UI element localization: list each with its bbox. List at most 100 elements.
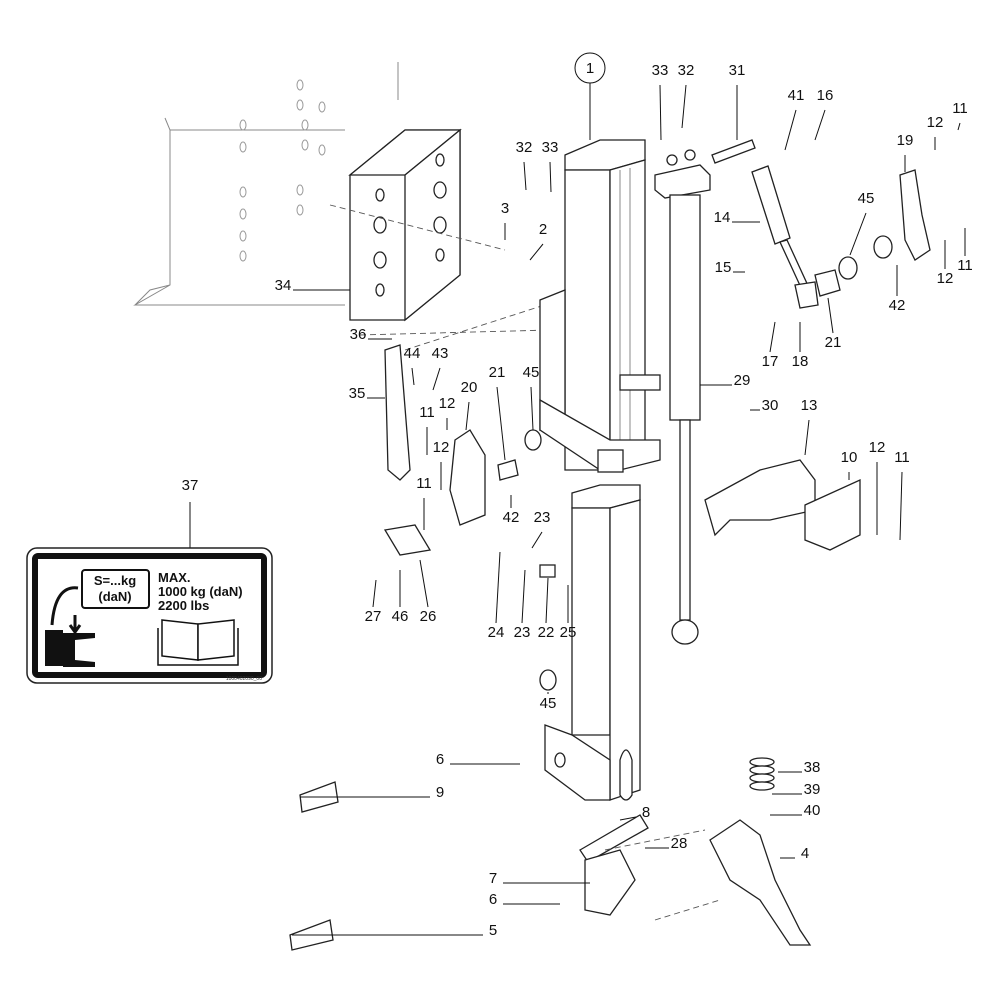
callout-number: 35 xyxy=(349,385,366,402)
arrow-icon xyxy=(50,586,79,626)
callout-number: 11 xyxy=(419,404,435,421)
leader-line xyxy=(411,367,415,386)
pin xyxy=(711,139,756,164)
adapter-plate xyxy=(348,128,462,322)
leader-line xyxy=(814,109,826,141)
callout-12: 12 xyxy=(869,439,885,535)
callout-8: 8 xyxy=(619,804,650,821)
callout-45: 45 xyxy=(849,190,875,256)
support-bracket xyxy=(804,478,861,551)
callout-circle xyxy=(574,52,606,84)
callout-11: 11 xyxy=(957,228,973,274)
callout-11: 11 xyxy=(416,475,432,530)
callout-12: 12 xyxy=(937,240,954,287)
callout-number: 5 xyxy=(489,922,497,939)
callout-34: 34 xyxy=(275,277,350,294)
callout-number: 41 xyxy=(788,87,805,104)
callout-number: 12 xyxy=(937,270,954,287)
callout-number: 45 xyxy=(540,695,557,712)
leader-line xyxy=(619,816,637,821)
callout-41: 41 xyxy=(784,87,805,151)
callout-13: 13 xyxy=(801,397,818,456)
leader-line xyxy=(957,122,961,131)
callout-number: 23 xyxy=(514,624,531,641)
callout-30: 30 xyxy=(750,397,778,414)
leader-line xyxy=(372,579,377,608)
cylinder xyxy=(654,149,711,645)
callout-number: 28 xyxy=(671,835,688,852)
callout-12: 12 xyxy=(439,395,455,430)
callout-43: 43 xyxy=(432,345,448,391)
warning-label: S=...kg (daN) MAX. 1000 kg (daN) 2200 lb… xyxy=(26,502,273,684)
callout-number: 32 xyxy=(678,62,695,79)
hook xyxy=(709,819,812,946)
leader-line xyxy=(521,569,526,624)
callout-number: 3 xyxy=(501,200,509,217)
callout-number: 44 xyxy=(404,345,421,362)
callout-14: 14 xyxy=(714,209,760,226)
callout-32: 32 xyxy=(678,62,695,129)
callout-number: 15 xyxy=(715,259,732,276)
callout-number: 36 xyxy=(350,326,367,343)
callout-number: 12 xyxy=(433,439,450,456)
callout-9: 9 xyxy=(300,784,444,801)
callout-number: 21 xyxy=(825,334,842,351)
callout-6: 6 xyxy=(436,751,520,768)
callout-11: 11 xyxy=(894,449,910,541)
callout-11: 11 xyxy=(952,100,968,131)
callout-7: 7 xyxy=(489,870,590,887)
callout-number: 45 xyxy=(858,190,875,207)
max-line-3: 2200 lbs xyxy=(158,598,209,613)
callout-12: 12 xyxy=(927,114,943,150)
callout-44: 44 xyxy=(404,345,421,386)
callout-4: 4 xyxy=(780,845,809,862)
callout-24: 24 xyxy=(488,551,505,641)
callout-31: 31 xyxy=(729,62,745,140)
plate-line-1: S=...kg xyxy=(94,573,136,588)
callout-35: 35 xyxy=(349,385,385,402)
callout-number: 33 xyxy=(542,139,559,156)
callout-28: 28 xyxy=(645,835,687,852)
callout-42: 42 xyxy=(503,495,519,526)
callout-number: 23 xyxy=(534,509,551,526)
callout-39: 39 xyxy=(772,781,820,798)
callout-number: 45 xyxy=(523,364,540,381)
leader-line xyxy=(523,161,527,191)
callout-number: 26 xyxy=(420,608,437,625)
callout-45: 45 xyxy=(523,364,540,431)
callout-number: 46 xyxy=(392,608,409,625)
leader-line xyxy=(769,321,776,353)
callout-33: 33 xyxy=(542,139,559,193)
callout-number: 13 xyxy=(801,397,818,414)
max-line-2: 1000 kg (daN) xyxy=(158,584,243,599)
leader-line xyxy=(496,386,506,461)
callout-2: 2 xyxy=(529,221,547,261)
clevis xyxy=(584,849,636,916)
callout-15: 15 xyxy=(715,259,745,276)
callout-17: 17 xyxy=(762,321,778,370)
callout-number: 29 xyxy=(734,372,751,389)
callout-number: 6 xyxy=(436,751,444,768)
callout-number: 30 xyxy=(762,397,779,414)
callout-20: 20 xyxy=(461,379,477,431)
callout-36: 36 xyxy=(350,326,392,343)
callout-1: 1 xyxy=(574,52,606,140)
callout-22: 22 xyxy=(538,577,554,641)
callout-number: 4 xyxy=(801,845,809,862)
callout-number: 24 xyxy=(488,624,505,641)
callout-45: 45 xyxy=(540,692,557,712)
leader-line xyxy=(849,212,867,256)
callout-33: 33 xyxy=(652,62,668,141)
load-plate-icon xyxy=(81,569,150,609)
callout-number: 34 xyxy=(275,277,292,294)
callout-number: 25 xyxy=(560,624,577,641)
callout-number: 16 xyxy=(817,87,834,104)
callout-number: 14 xyxy=(714,209,731,226)
leader-line xyxy=(545,577,549,624)
callout-23: 23 xyxy=(531,509,551,549)
callout-16: 16 xyxy=(814,87,834,141)
leader-line xyxy=(827,297,834,334)
callout-number: 40 xyxy=(804,802,821,819)
